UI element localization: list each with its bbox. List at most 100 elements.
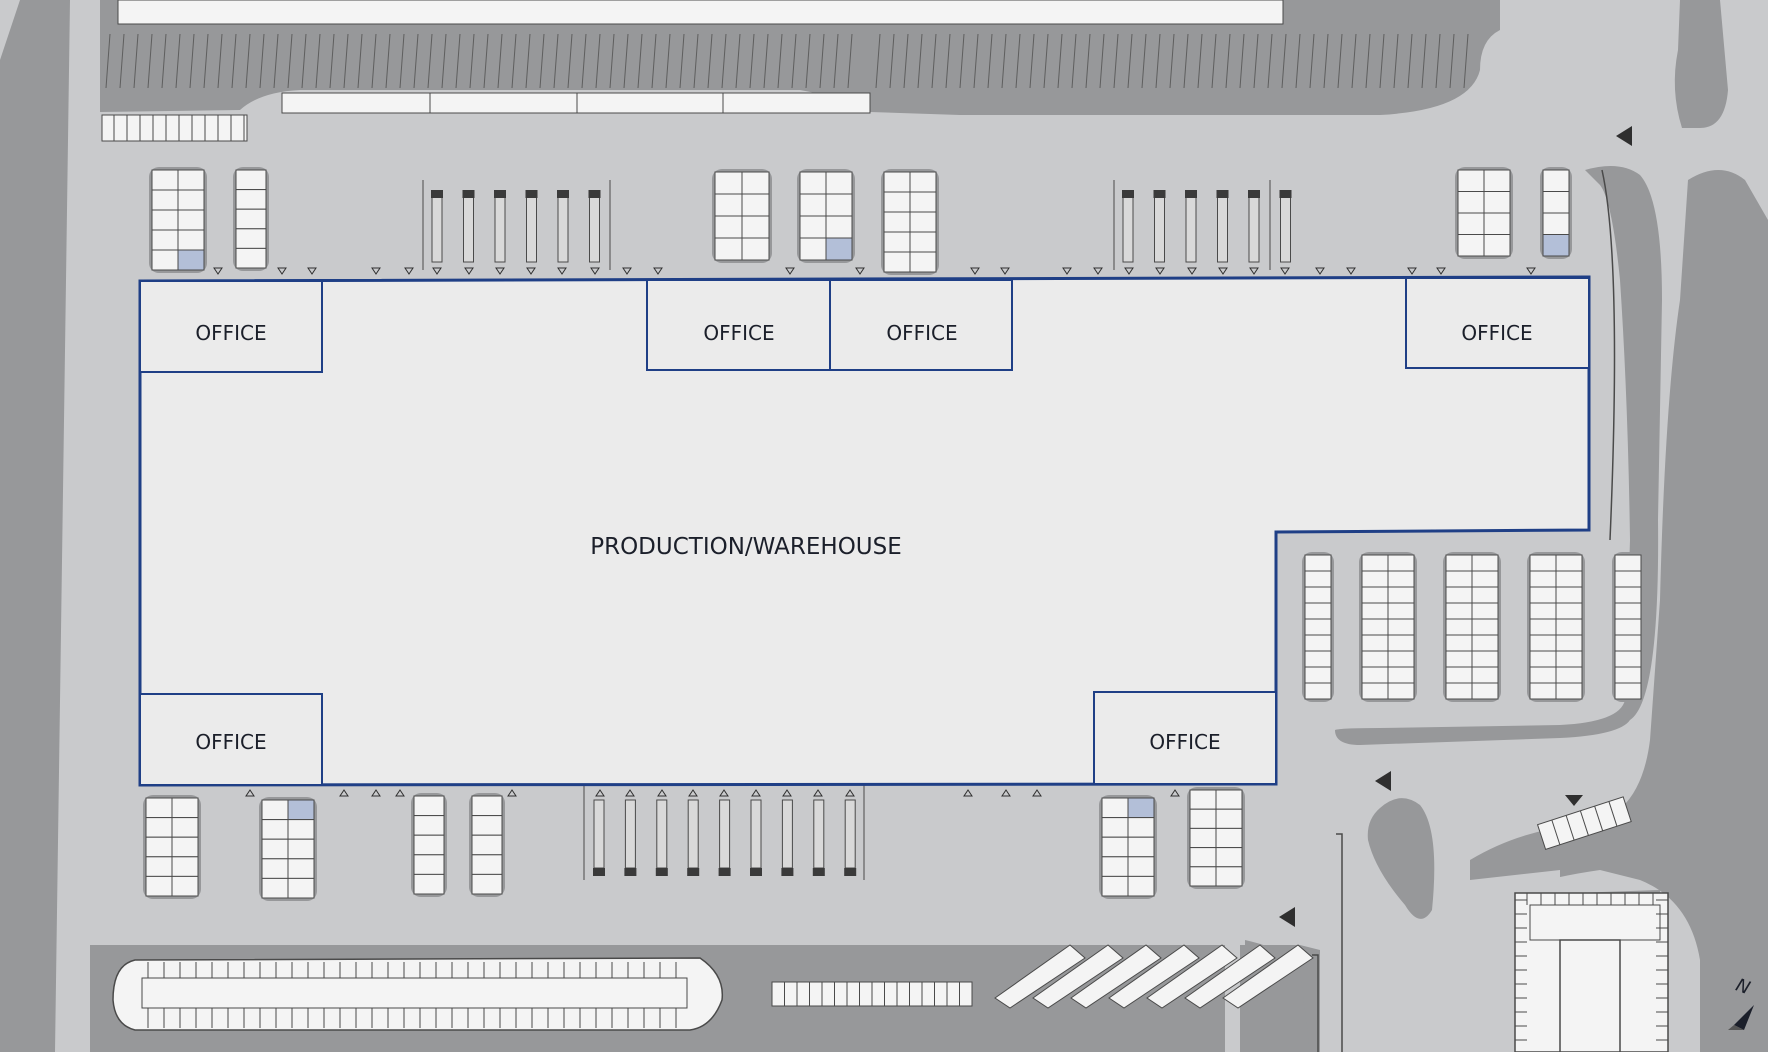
truck-trailer-icon [494,190,506,263]
parking-bay [1471,618,1499,636]
parking-bay [1542,169,1570,192]
parking-bay [959,981,973,1007]
parking-stripe [1295,33,1301,89]
parking-bay [884,981,898,1007]
parking-bay [145,856,173,877]
neighbour-building [117,0,1284,25]
parking-bay [1189,808,1217,829]
truck-cab [812,868,825,876]
parking-bay [1471,634,1499,652]
truck-trailer [431,195,443,263]
truck-cab [1279,190,1292,198]
parking-bay [1304,650,1332,668]
parking-stripe [1407,33,1413,89]
loading-door-marker-icon [622,267,632,275]
parking-stripe [1015,33,1021,89]
loading-door-marker-icon [1124,267,1134,275]
truck-cab [1185,190,1197,198]
loading-door-marker-icon [1000,267,1010,275]
truck-cab [588,190,601,198]
loading-door-marker-icon [277,267,287,275]
parking-bay [909,251,937,273]
parking-bay [145,817,173,838]
parking-groups [143,167,1644,901]
parking-stripe [1379,33,1385,89]
parking-stripe [1239,33,1245,89]
truck-trailer-icon [1216,190,1229,263]
loading-door-marker-icon [1526,267,1536,275]
parking-bay [946,981,960,1007]
office-label-5: OFFICE [195,730,266,754]
parking-stripe [539,33,545,89]
truck-cab [462,190,475,198]
parking-stripe [1001,33,1007,89]
parking-bay [871,981,885,1007]
parking-bay [1361,554,1389,572]
truck-trailer [719,799,731,869]
parking-bay [1304,586,1332,604]
parking-bay [1304,682,1332,700]
parking-bay [1529,618,1557,636]
parking-bay [1361,586,1389,604]
parking-bay [171,856,199,877]
production-warehouse-label: PRODUCTION/WAREHOUSE [590,534,902,560]
loading-door-marker-icon [590,267,600,275]
parking-bay [145,797,173,819]
parking-bay [1304,602,1332,620]
loading-door-marker-icon [432,267,442,275]
parking-stripe [315,33,321,89]
top-planters [101,92,871,142]
parking-bay [287,877,315,899]
loading-door-marker-icon [507,789,517,797]
parking-bay [1555,618,1583,636]
parking-bay [714,171,743,195]
parking-stripe [959,33,965,89]
parking-bay [1387,602,1415,620]
parking-bay [1614,634,1642,652]
parking-bay [1101,856,1129,877]
parking-bay [714,215,743,239]
parking-bay [909,211,937,233]
parking-stripe [147,33,153,89]
parking-bay [413,795,445,817]
parking-bay [171,797,199,819]
angled-parking-bay [994,944,1086,1009]
truck-cab [687,868,700,876]
parking-stripe [1183,33,1189,89]
truck-trailer-icon [431,190,443,263]
parking-stripe [203,33,209,89]
office-blocks [139,277,1590,786]
loading-door-marker-icon [813,789,823,797]
parking-bay [1361,570,1389,588]
truck-trailer [463,195,474,263]
parking-stripe [609,33,615,89]
parking-stripe [595,33,601,89]
parking-stripe [1099,33,1105,89]
parking-bay [1445,650,1473,668]
truck-trailer-icon [462,190,475,263]
parking-stripe [1421,33,1427,89]
parking-bay [1471,554,1499,572]
parking-bay [151,229,179,251]
parking-bay [1361,650,1389,668]
triangle-arrow-icon [1565,795,1583,806]
parking-bay [151,209,179,231]
truck-trailer-icon [1185,190,1197,263]
parking-bay [1304,634,1332,652]
parking-bay [1614,554,1642,572]
parking-bay [1387,570,1415,588]
parking-bay [909,171,937,193]
parking-bay [1127,797,1155,819]
parking-bay [151,169,179,191]
parking-bay [1555,570,1583,588]
parking-bay [1387,634,1415,652]
loading-door-marker-icon [1032,789,1042,797]
parking-bay [896,981,910,1007]
parking-stripe [973,33,979,89]
truck-cab [781,868,794,876]
truck-trailer [656,799,668,869]
parking-bay [784,981,798,1007]
parking-block [1099,795,1157,899]
parking-stripe [1449,33,1455,89]
parking-bay [741,215,770,239]
